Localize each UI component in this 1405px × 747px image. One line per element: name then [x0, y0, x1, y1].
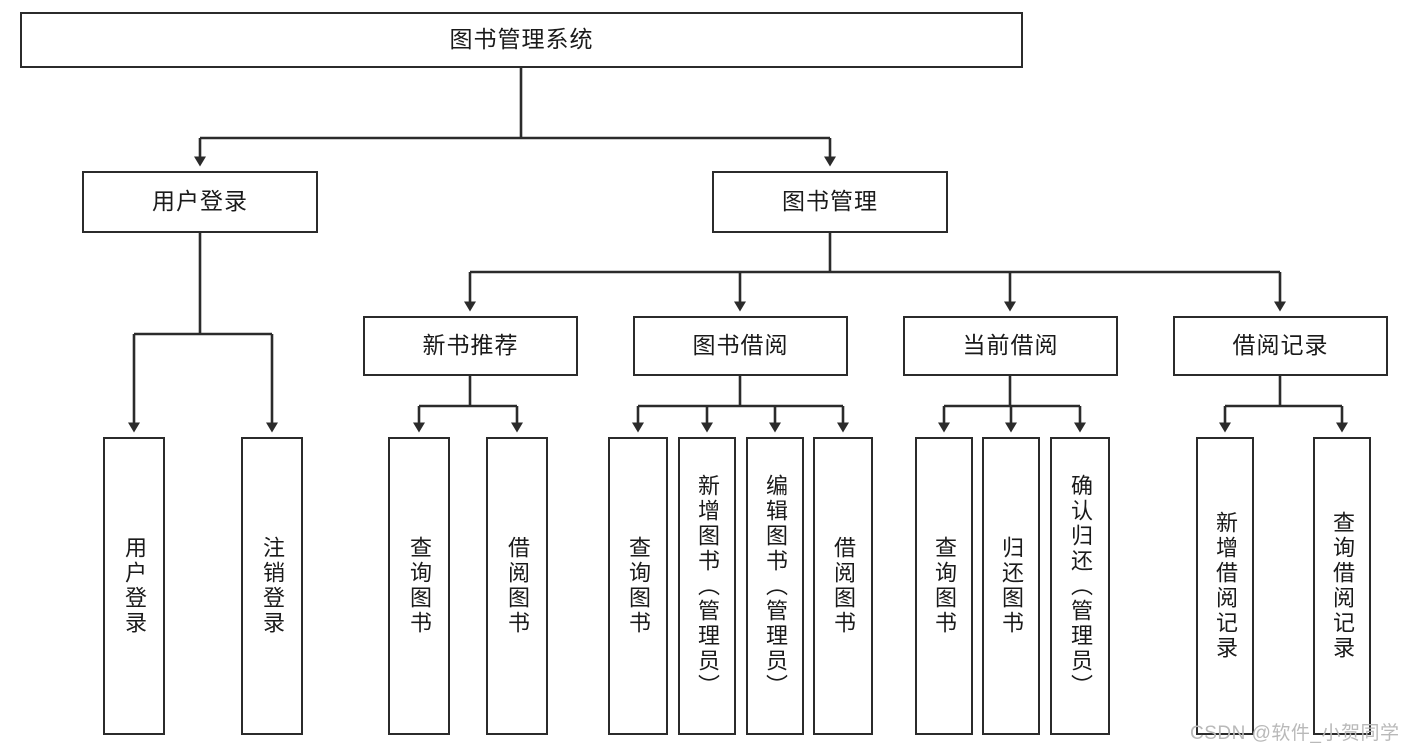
node-leaf-borrow-book-recommend-label: 借阅图书: [504, 536, 530, 636]
node-leaf-user-login[interactable]: 用户登录: [103, 437, 165, 735]
node-user-login-label: 用户登录: [152, 188, 248, 215]
node-book-management[interactable]: 图书管理: [712, 171, 948, 233]
node-leaf-borrow-book-label: 借阅图书: [830, 536, 856, 636]
node-root-label: 图书管理系统: [449, 26, 594, 53]
node-leaf-query-book-current[interactable]: 查询图书: [915, 437, 973, 735]
node-leaf-return-book[interactable]: 归还图书: [982, 437, 1040, 735]
watermark-text: CSDN @软件_小贺同学: [1190, 723, 1400, 744]
node-leaf-add-borrow-record[interactable]: 新增借阅记录: [1196, 437, 1254, 735]
node-leaf-query-book-current-label: 查询图书: [931, 536, 957, 636]
node-user-login[interactable]: 用户登录: [82, 171, 318, 233]
node-leaf-user-logout[interactable]: 注销登录: [241, 437, 303, 735]
node-new-book-recommend[interactable]: 新书推荐: [363, 316, 578, 376]
node-leaf-edit-book-admin[interactable]: 编辑图书（管理员）: [746, 437, 804, 735]
node-leaf-user-logout-label: 注销登录: [259, 536, 285, 636]
node-leaf-edit-book-admin-label: 编辑图书（管理员）: [762, 473, 788, 699]
node-leaf-query-borrow-record[interactable]: 查询借阅记录: [1313, 437, 1371, 735]
node-leaf-query-book-borrow[interactable]: 查询图书: [608, 437, 668, 735]
node-new-book-recommend-label: 新书推荐: [422, 332, 519, 359]
node-current-borrow[interactable]: 当前借阅: [903, 316, 1118, 376]
node-borrow-record-label: 借阅记录: [1232, 332, 1329, 359]
node-leaf-borrow-book-recommend[interactable]: 借阅图书: [486, 437, 548, 735]
node-leaf-borrow-book[interactable]: 借阅图书: [813, 437, 873, 735]
node-book-borrow-label: 图书借阅: [692, 332, 789, 359]
node-leaf-confirm-return-admin-label: 确认归还（管理员）: [1067, 473, 1093, 699]
node-leaf-query-book-borrow-label: 查询图书: [625, 536, 651, 636]
node-book-management-label: 图书管理: [782, 188, 878, 215]
node-book-borrow[interactable]: 图书借阅: [633, 316, 848, 376]
node-leaf-query-book-recommend-label: 查询图书: [406, 536, 432, 636]
node-borrow-record[interactable]: 借阅记录: [1173, 316, 1388, 376]
node-current-borrow-label: 当前借阅: [962, 332, 1059, 359]
node-leaf-query-borrow-record-label: 查询借阅记录: [1329, 511, 1355, 661]
node-leaf-add-book-admin-label: 新增图书（管理员）: [694, 473, 720, 699]
node-root[interactable]: 图书管理系统: [20, 12, 1023, 68]
node-leaf-confirm-return-admin[interactable]: 确认归还（管理员）: [1050, 437, 1110, 735]
node-leaf-user-login-label: 用户登录: [121, 536, 147, 636]
node-leaf-add-book-admin[interactable]: 新增图书（管理员）: [678, 437, 736, 735]
node-leaf-return-book-label: 归还图书: [998, 536, 1024, 636]
node-leaf-add-borrow-record-label: 新增借阅记录: [1212, 511, 1238, 661]
node-leaf-query-book-recommend[interactable]: 查询图书: [388, 437, 450, 735]
